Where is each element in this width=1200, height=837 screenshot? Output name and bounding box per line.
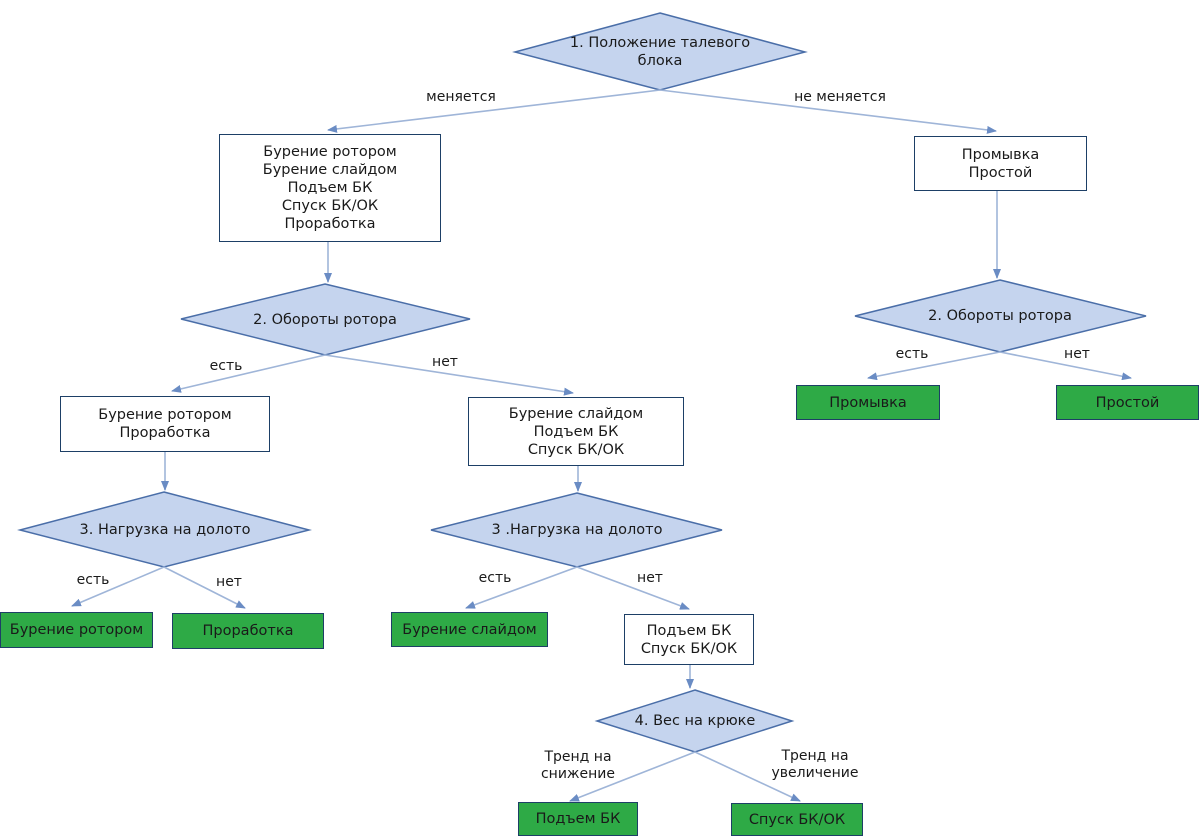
edge-label-trend-up: Тренд на увеличение [772, 748, 859, 782]
box-line: Спуск БК/ОК [281, 198, 379, 214]
edge-label-trend-down: Тренд на снижение [541, 749, 615, 783]
leaf-prostoy: Простой [1056, 385, 1199, 420]
decision-4-text: 4. Вес на крюке [610, 711, 780, 731]
edge-d2-left-to-b3 [171, 354, 326, 393]
leaf-text: Спуск БК/ОК [748, 811, 846, 828]
box-line: Подъем БК [646, 622, 732, 639]
edge-d4-to-spusk [694, 751, 801, 802]
edge-label-no: нет [432, 354, 458, 370]
box-line: Бурение слайдом [262, 162, 398, 178]
box-line: Промывка [961, 146, 1040, 163]
decision-3-left-text: 3. Нагрузка на долото [40, 520, 290, 540]
edge-d1-to-b1 [327, 89, 661, 133]
decision-1-line: блока [637, 53, 683, 69]
edge-d1-to-b2 [659, 89, 997, 134]
box-line: Простой [968, 164, 1033, 181]
leaf-podyem-bk: Подъем БК [518, 802, 638, 836]
leaf-promyvka: Промывка [796, 385, 940, 420]
box-line: Подъем БК [287, 180, 373, 196]
process-box-1: Бурение ротором Бурение слайдом Подъем Б… [219, 134, 441, 242]
process-box-3: Бурение ротором Проработка [60, 396, 270, 452]
edge-label-yes: есть [209, 358, 243, 374]
decision-3-left-line: 3. Нагрузка на долото [79, 522, 251, 538]
leaf-text: Проработка [202, 623, 294, 639]
box-line: Бурение ротором [98, 407, 232, 423]
decision-3-mid-line: 3 .Нагрузка на долото [491, 522, 663, 538]
edge-d2-left-to-b4 [324, 354, 574, 396]
edge-label-yes: есть [76, 572, 110, 588]
decision-2-left-line: 2. Обороты ротора [253, 312, 397, 328]
edge-label-yes: есть [895, 346, 929, 362]
decision-1-line: 1. Положение талевого [569, 35, 751, 51]
edge-label-no: нет [216, 574, 242, 590]
leaf-text: Простой [1095, 394, 1160, 411]
decision-2-right-line: 2. Обороты ротора [928, 308, 1072, 324]
edge-label-no-change: не меняется [794, 89, 886, 105]
leaf-text: Бурение ротором [9, 622, 144, 638]
edge-d3-left-to-rotor [71, 566, 165, 607]
leaf-spusk-bk-ok: Спуск БК/ОК [731, 803, 863, 836]
decision-3-mid-text: 3 .Нагрузка на долото [452, 520, 702, 540]
leaf-burenie-rotorom: Бурение ротором [0, 612, 153, 648]
decision-2-left-text: 2. Обороты ротора [205, 310, 445, 330]
edge-label-line: Тренд на [781, 748, 849, 764]
edge-d2-right-to-promyvka [867, 351, 1001, 381]
box-line: Спуск БК/ОК [640, 640, 738, 657]
edge-label-no: нет [637, 570, 663, 586]
edge-label-line: снижение [540, 766, 616, 782]
leaf-text: Подъем БК [535, 811, 621, 827]
decision-1-text: 1. Положение талевого блока [540, 32, 780, 72]
process-box-5: Подъем БК Спуск БК/ОК [624, 614, 754, 665]
edge-label-no: нет [1064, 346, 1090, 362]
edge-label-line: увеличение [771, 765, 859, 781]
edge-d2-right-to-prostoy [999, 351, 1132, 381]
box-line: Бурение ротором [263, 144, 397, 160]
leaf-prorabotka: Проработка [172, 613, 324, 649]
edge-label-line: Тренд на [544, 749, 612, 765]
edge-label-changes: меняется [426, 89, 496, 105]
leaf-burenie-slaydom: Бурение слайдом [391, 612, 548, 647]
box-line: Подъем БК [533, 423, 619, 440]
decision-4-line: 4. Вес на крюке [634, 713, 756, 729]
edge-d3-mid-to-b5 [576, 566, 690, 610]
process-box-2: Промывка Простой [914, 136, 1087, 191]
box-line: Спуск БК/ОК [527, 441, 625, 458]
edge-d4-to-podyem [569, 751, 696, 802]
box-line: Проработка [284, 216, 376, 232]
edge-d3-left-to-prorabotka [163, 566, 246, 609]
leaf-text: Бурение слайдом [402, 621, 537, 638]
decision-2-right-text: 2. Обороты ротора [880, 306, 1120, 326]
process-box-4: Бурение слайдом Подъем БК Спуск БК/ОК [468, 397, 684, 466]
leaf-text: Промывка [829, 394, 907, 411]
edge-d3-mid-to-slaydom [465, 566, 578, 609]
box-line: Проработка [119, 425, 211, 441]
box-line: Бурение слайдом [508, 405, 644, 422]
edge-label-yes: есть [478, 570, 512, 586]
